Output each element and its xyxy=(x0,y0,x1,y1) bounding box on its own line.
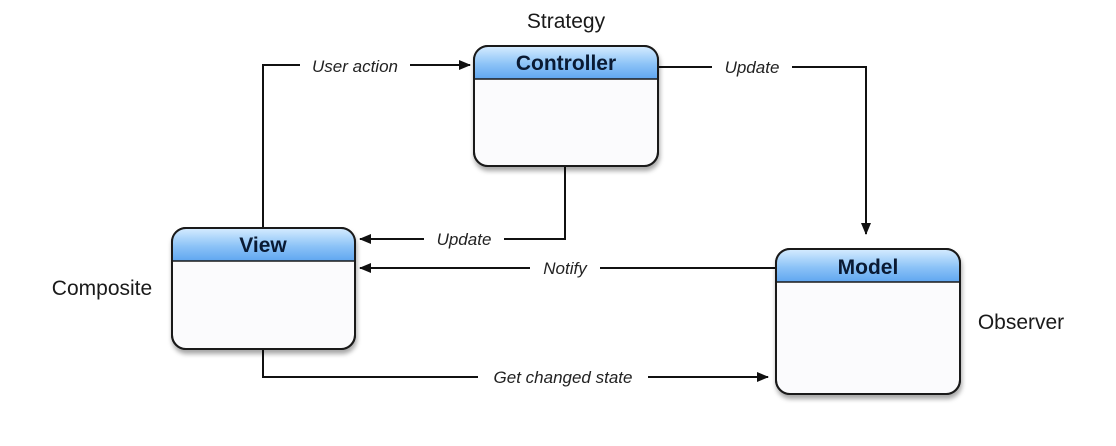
view-title: View xyxy=(239,234,287,257)
edge-label-controller-to-view: Update xyxy=(437,230,492,249)
edge-label-user-action-group: User action xyxy=(300,53,410,77)
edge-label-notify: Notify xyxy=(543,259,588,278)
role-label-strategy: Strategy xyxy=(527,10,606,33)
edge-user-action-line xyxy=(262,60,471,228)
edge-label-get-changed-state: Get changed state xyxy=(494,368,633,387)
edge-controller-to-model-line xyxy=(658,66,871,235)
edge-label-controller-to-view-group: Update xyxy=(424,227,504,251)
edge-label-user-action: User action xyxy=(312,57,398,76)
edge-label-controller-to-model-group: Update xyxy=(712,55,792,79)
view-header xyxy=(172,228,355,261)
model-header xyxy=(776,249,960,282)
edge-label-notify-group: Notify xyxy=(530,256,600,280)
edge-label-get-changed-state-group: Get changed state xyxy=(478,365,648,389)
controller-header xyxy=(474,46,658,79)
role-label-composite: Composite xyxy=(52,277,152,300)
model-title: Model xyxy=(838,256,899,279)
controller-title: Controller xyxy=(516,52,616,75)
edge-label-controller-to-model: Update xyxy=(725,58,780,77)
role-label-observer: Observer xyxy=(978,311,1064,334)
